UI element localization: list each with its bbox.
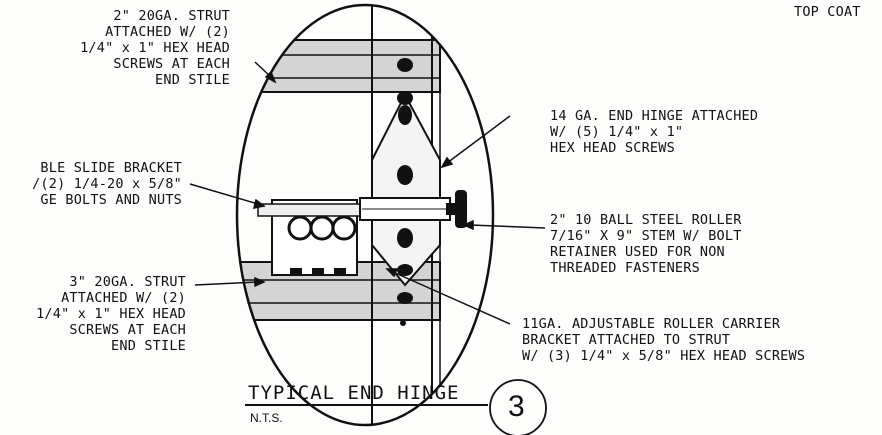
detail-number-bubble (489, 379, 547, 435)
strut-2in-callout: 2" 20GA. STRUT ATTACHED W/ (2) 1/4" x 1"… (80, 8, 230, 88)
roller-carrier-callout: 11GA. ADJUSTABLE ROLLER CARRIER BRACKET … (522, 316, 806, 364)
detail-title: TYPICAL END HINGE (248, 382, 460, 404)
strut-3in-callout: 3" 20GA. STRUT ATTACHED W/ (2) 1/4" x 1"… (36, 274, 186, 354)
detail-number: 3 (508, 390, 525, 423)
slide-bracket-callout: BLE SLIDE BRACKET /(2) 1/4-20 x 5/8" GE … (32, 160, 182, 208)
scale-note: N.T.S. (250, 411, 283, 425)
top-coat-label: TOP COAT (794, 4, 861, 20)
detail-circle (235, 3, 495, 427)
end-hinge-callout: 14 GA. END HINGE ATTACHED W/ (5) 1/4" x … (550, 108, 759, 156)
ball-roller-callout: 2" 10 BALL STEEL ROLLER 7/16" X 9" STEM … (550, 212, 742, 276)
detail-circle-contents (237, 5, 451, 425)
